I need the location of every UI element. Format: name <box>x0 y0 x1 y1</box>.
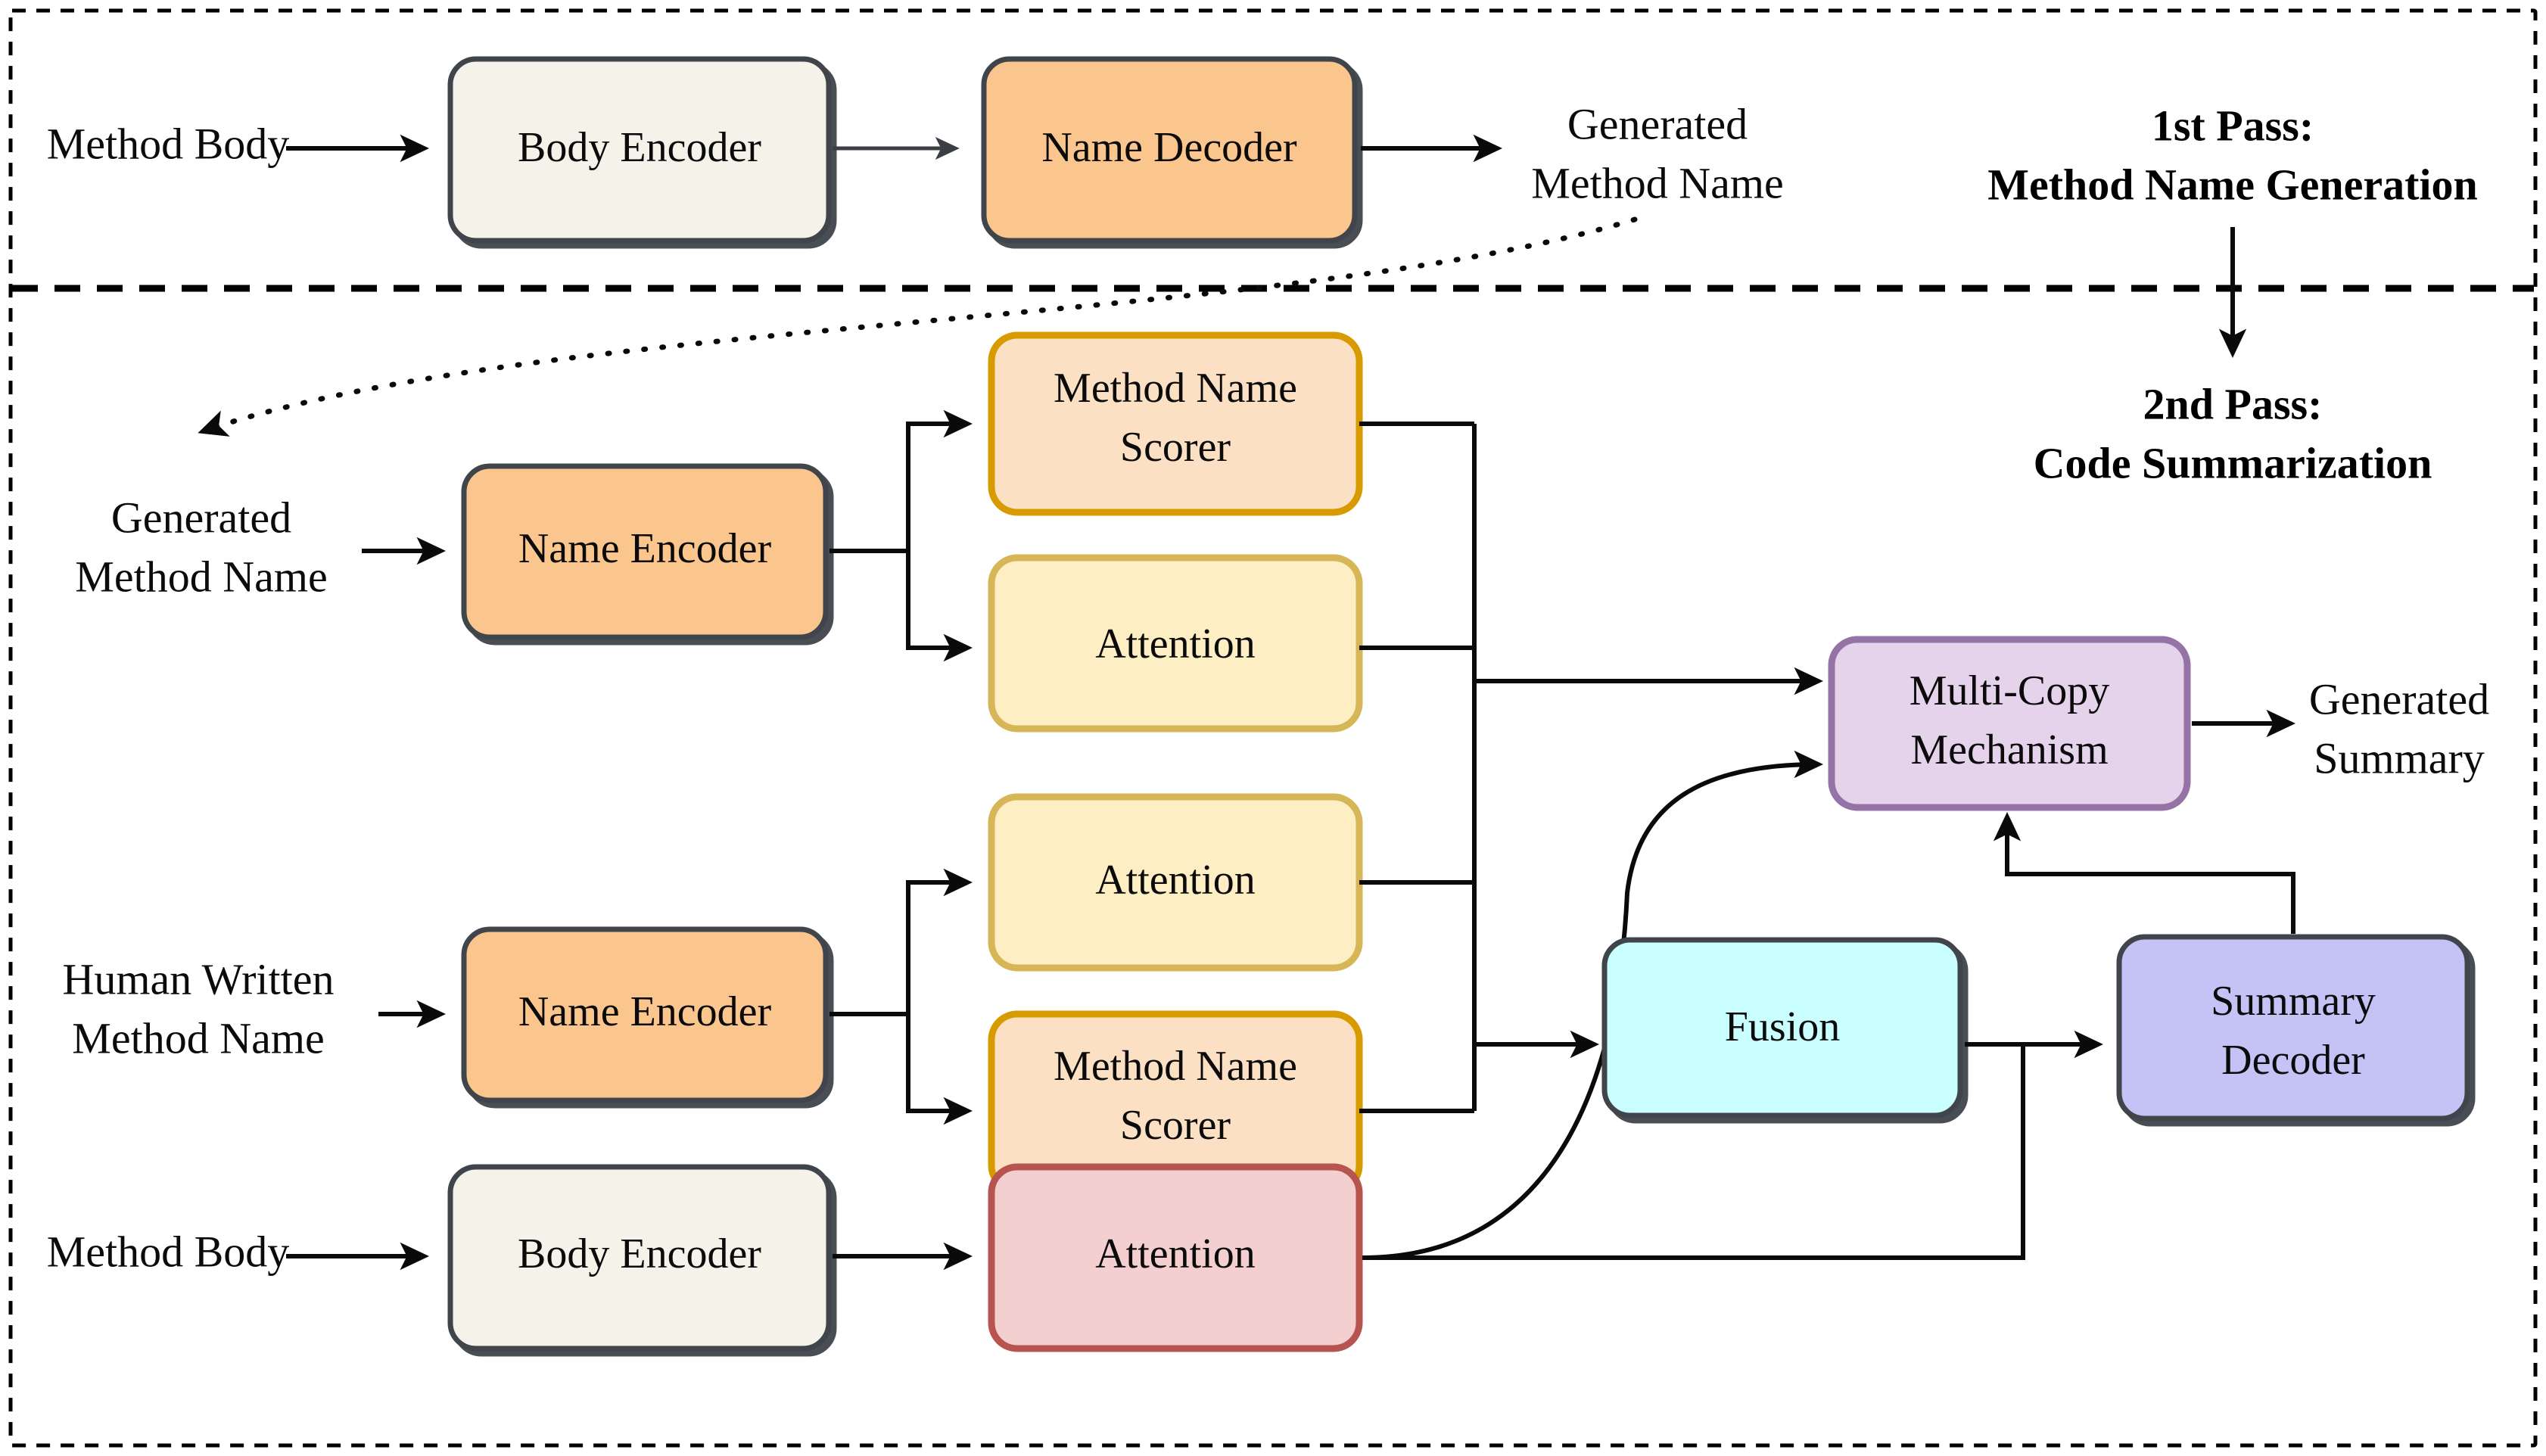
node-body-encoder-bottom[interactable]: Body Encoder <box>447 1164 832 1352</box>
node-label-summary-decoder-line2: Decoder <box>2221 1037 2365 1084</box>
input-label-human-written-line2: Method Name <box>72 1013 324 1062</box>
input-label-method-body-top: Method Body <box>47 119 290 168</box>
node-label-fusion: Fusion <box>1725 1003 1841 1050</box>
input-label-method-body-bottom: Method Body <box>47 1227 290 1276</box>
outer-frame <box>8 8 2538 1448</box>
node-fusion[interactable]: Fusion <box>1601 937 1963 1118</box>
node-label-attention-body: Attention <box>1095 1230 1256 1277</box>
edge-feedback-generated-name-dotted <box>198 216 1638 437</box>
node-label-name-encoder-human: Name Encoder <box>518 988 772 1035</box>
input-label-generated-method-name-line2: Method Name <box>75 552 327 601</box>
pass-label-2nd-line2: Code Summarization <box>2034 438 2432 487</box>
node-label-scorer-gen-line1: Method Name <box>1054 365 1297 412</box>
output-label-generated-method-name-top-line1: Generated <box>1567 99 1748 148</box>
output-label-generated-summary-line1: Generated <box>2309 674 2489 723</box>
edge-name-encoder-gen-to-scorer <box>906 409 973 551</box>
node-label-summary-decoder-line1: Summary <box>2211 978 2376 1025</box>
node-label-name-decoder: Name Decoder <box>1041 124 1297 171</box>
node-attention-generated[interactable]: Attention <box>988 554 1363 733</box>
pass-label-1st-line2: Method Name Generation <box>1987 160 2478 209</box>
node-summary-decoder[interactable]: Summary Decoder <box>2116 934 2470 1122</box>
output-label-generated-summary-line2: Summary <box>2314 733 2485 782</box>
node-name-decoder[interactable]: Name Decoder <box>981 56 1358 244</box>
input-label-human-written-line1: Human Written <box>62 954 334 1003</box>
node-method-name-scorer-generated[interactable]: Method Name Scorer <box>988 331 1363 516</box>
input-label-generated-method-name-line1: Generated <box>111 493 291 542</box>
node-method-name-scorer-human[interactable]: Method Name Scorer <box>988 1010 1363 1195</box>
edge-name-encoder-human-to-scorer <box>906 1014 973 1125</box>
pass-label-2nd-line1: 2nd Pass: <box>2143 379 2323 428</box>
output-label-generated-method-name-top-line2: Method Name <box>1531 158 1783 207</box>
node-label-name-encoder-generated: Name Encoder <box>518 525 772 572</box>
node-label-attention-human: Attention <box>1095 857 1256 904</box>
node-label-scorer-gen-line2: Scorer <box>1120 424 1231 471</box>
node-label-attention-generated: Attention <box>1095 621 1256 667</box>
node-body-encoder-top[interactable]: Body Encoder <box>447 56 832 244</box>
node-label-multi-copy-line2: Mechanism <box>1910 726 2108 773</box>
node-label-body-encoder-bottom: Body Encoder <box>518 1230 761 1277</box>
node-label-body-encoder-top: Body Encoder <box>518 124 761 171</box>
edge-attention-body-to-summary-decoder-path <box>1362 1044 2025 1260</box>
node-multi-copy-mechanism[interactable]: Multi-Copy Mechanism <box>1828 636 2191 811</box>
node-name-encoder-human[interactable]: Name Encoder <box>461 926 829 1103</box>
node-attention-human[interactable]: Attention <box>988 793 1363 972</box>
node-label-scorer-human-line2: Scorer <box>1120 1102 1231 1149</box>
edge-name-encoder-human-to-attention <box>906 868 973 1014</box>
edge-name-encoder-gen-to-attention <box>906 551 973 662</box>
node-attention-body[interactable]: Attention <box>988 1163 1363 1352</box>
node-label-multi-copy-line1: Multi-Copy <box>1910 667 2109 714</box>
node-name-encoder-generated[interactable]: Name Encoder <box>461 463 829 640</box>
node-label-scorer-human-line1: Method Name <box>1054 1043 1297 1090</box>
pass-label-1st-line1: 1st Pass: <box>2152 101 2314 150</box>
edge-summary-decoder-to-multi-copy <box>1993 812 2295 934</box>
